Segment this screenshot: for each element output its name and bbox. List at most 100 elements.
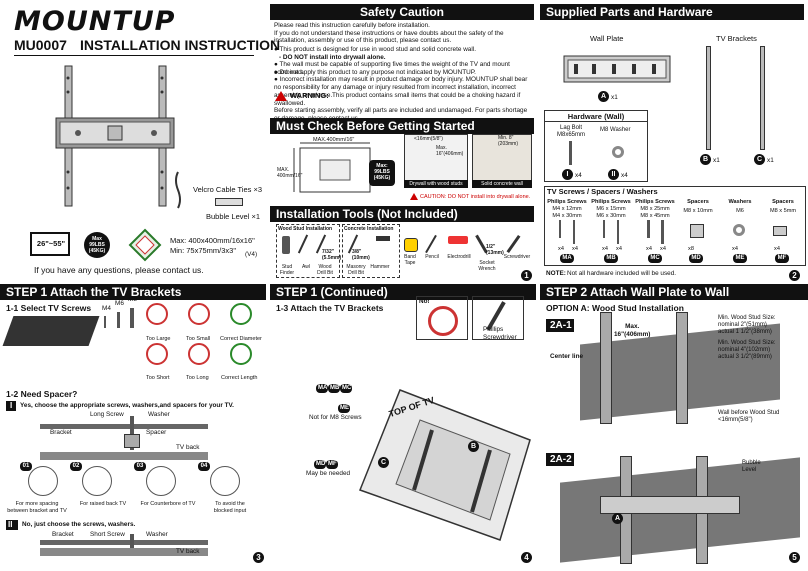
m6-screw-icon: [117, 312, 120, 328]
bit-size-2: 3/8" (10mm): [352, 249, 370, 261]
part-a-qty: x1: [611, 94, 618, 101]
weight-badge: [369, 160, 395, 186]
stud-right: [676, 312, 688, 424]
tag-mc-2: MC: [340, 384, 352, 393]
bracket-label-2: Bracket: [52, 531, 74, 538]
need-spacer-title: 1-2 Need Spacer?: [6, 389, 78, 399]
case-1-circle: [28, 466, 58, 496]
max-stud-gap: Max. 16"(406mm): [614, 323, 651, 338]
cable-tie-icon: [175, 171, 181, 209]
check-correct-length: Correct Length: [221, 375, 258, 381]
lag-bolt-label: Lag Bolt M8x65mm: [556, 125, 585, 138]
tag-mf-2: MF: [326, 460, 338, 469]
stud-finder-icon: [282, 236, 290, 254]
page-number-1: 1: [521, 270, 532, 281]
tv-back-illustration: [359, 389, 531, 541]
col-4-qty: x8: [688, 246, 694, 252]
max-load: Max 99LBS (45KG): [88, 236, 106, 254]
brand-logo: MOUNTUP: [14, 6, 176, 37]
case-3-circle: [146, 466, 176, 496]
tag-mf: MF: [775, 254, 789, 263]
screw-icon: [559, 220, 561, 238]
drywall-diagram: [404, 134, 468, 182]
case-num-1: 01: [20, 462, 32, 471]
wall-plate-on-wall: [600, 496, 740, 514]
part-b-on-tv: B: [468, 441, 479, 452]
lag-bolt-icon: [569, 141, 572, 165]
tool-awl: Awl: [302, 264, 310, 270]
part-c-qty: x1: [767, 157, 774, 164]
col-6-qty: x4: [774, 246, 780, 252]
tv-size-icon: [30, 232, 70, 256]
version: (V4): [245, 251, 258, 258]
screw-check-grid: [142, 303, 268, 383]
tag-mb: MB: [604, 254, 618, 263]
tv-back-label-2: TV back: [176, 548, 200, 555]
spacer-diagram: [40, 416, 208, 462]
maybe-needed: May be needed: [306, 470, 351, 477]
washer-label: M8 Washer: [600, 127, 631, 133]
case-num-2: 02: [70, 462, 82, 471]
screw-icon: [647, 220, 650, 238]
awl-icon: [297, 234, 309, 254]
select-screws-title: 1-1 Select TV Screws: [6, 303, 92, 313]
part-ii-label: II: [608, 169, 619, 180]
tag-ma: MA: [560, 254, 574, 263]
tag-mb-2: MB: [328, 384, 340, 393]
cross-icon: [188, 343, 210, 365]
min-concrete: Min. 8" (203mm): [498, 135, 519, 147]
hardware-wall-title: Hardware (Wall): [544, 112, 648, 122]
bit-size-1: 7/32" (5.5mm): [322, 249, 342, 261]
attach-brackets-title: 1-3 Attach the TV Brackets: [276, 303, 384, 313]
cross-icon: [188, 303, 210, 325]
part-b-label: B: [700, 154, 711, 165]
phillips-box: [472, 296, 524, 340]
drywall-caution: CAUTION: DO NOT install into drywall alo…: [420, 194, 531, 200]
case-num-3: 03: [134, 462, 146, 471]
concrete-label: Solid concrete wall: [472, 180, 532, 188]
page-number-4: 4: [521, 552, 532, 563]
bubble-level-label: Bubble Level ×1: [206, 212, 261, 221]
band-tape-icon: [404, 238, 418, 252]
case-2-label: For raised back TV: [79, 501, 127, 507]
col-6-header: Spacers: [772, 199, 794, 205]
hardware-wall-box: [544, 110, 648, 182]
no-num: II: [6, 520, 18, 530]
max-gap: Max. 16"(406mm): [436, 145, 464, 157]
washer-label-2: Washer: [146, 531, 168, 538]
page-number-3: 3: [253, 552, 264, 563]
part-b-qty: x1: [713, 157, 720, 164]
warning-title: WARNING:: [290, 91, 329, 100]
model-number: MU0007: [14, 37, 67, 53]
safety-intro: Please read this instruction carefully b…: [274, 22, 504, 45]
tv-bracket-b-icon: [706, 46, 711, 150]
spacer-label: Spacer: [146, 429, 167, 436]
safety-bullet-1-text: This product is designed for use in wood…: [279, 46, 476, 53]
screw-icon: [617, 220, 619, 244]
safety-bullet-5: ● Incorrect installation may result in p…: [274, 76, 528, 99]
screw-shaft: [130, 416, 134, 450]
tool-socket-wrench: Socket Wrench: [478, 260, 496, 272]
tool-masonry-drill-bit: Masonry Drill Bit: [346, 264, 366, 276]
tool-electrodrill: Electrodrill: [447, 254, 471, 260]
col-1-sizes: M4 x 12mm M4 x 30mm: [552, 206, 582, 219]
spacer-block: [124, 434, 140, 448]
safety-bullet-3-text: The wall must be capable of supporting f…: [274, 61, 510, 76]
spacer-icon: [773, 226, 787, 236]
tv-dimension-diagram: [293, 142, 371, 193]
case-1-label: For more spacing between bracket and TV: [7, 501, 67, 514]
concrete-diagram: [472, 134, 532, 182]
must-check-max-load: Max: 99LBS (45KG): [373, 163, 391, 181]
velcro-cable-ties: Velcro Cable Ties ×3: [193, 185, 262, 194]
col-5-sizes: M6: [736, 208, 744, 214]
spacer-case-1: 01: [6, 462, 64, 500]
bracket-plate: [40, 424, 208, 429]
wood-install-label: Wood Stud Installation: [278, 226, 333, 232]
tv-screws-box: [544, 186, 806, 266]
wood-install-box: [276, 224, 340, 278]
no-spacer-diagram: [40, 534, 208, 558]
tag-2a-1: 2A-1: [546, 319, 574, 332]
tool-icons: [280, 234, 530, 256]
page-title: INSTALLATION INSTRUCTION: [80, 37, 281, 53]
wall-before-stud: Wall before Wood Stud <16mm(5/8"): [718, 410, 780, 423]
